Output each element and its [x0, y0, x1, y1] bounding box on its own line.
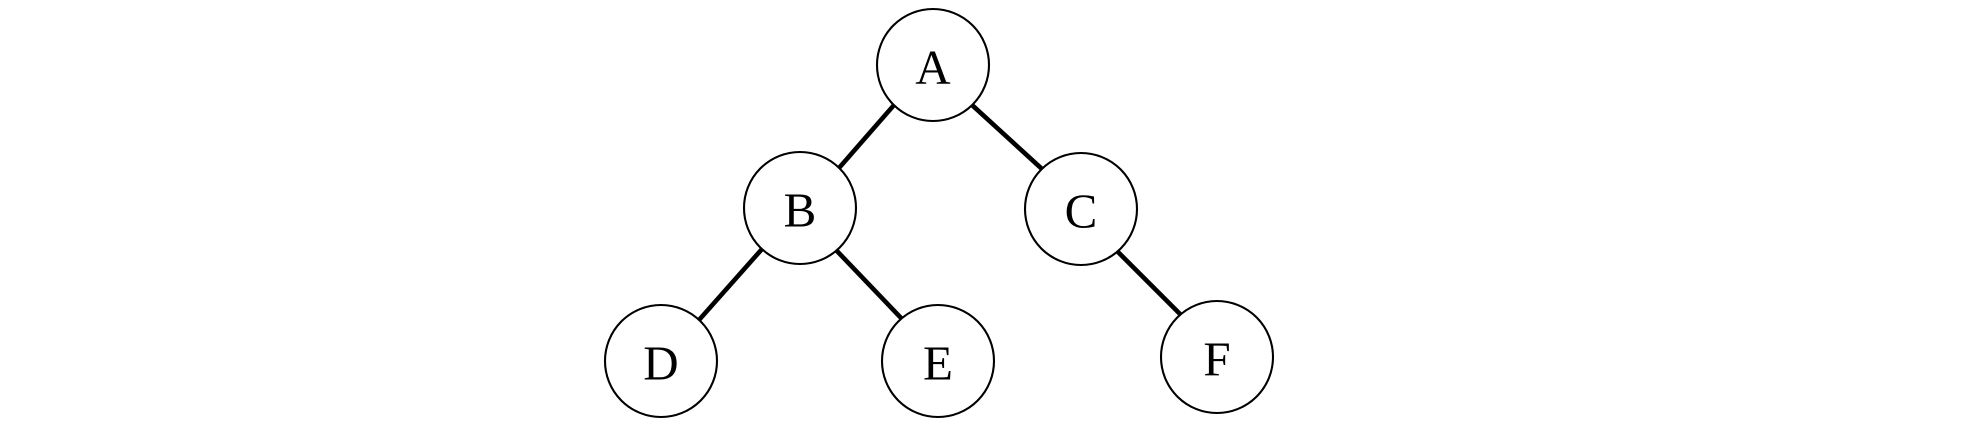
node-e[interactable]: E — [880, 303, 996, 419]
node-a[interactable]: A — [875, 7, 991, 123]
node-d-circle[interactable] — [603, 303, 719, 419]
node-c-circle[interactable] — [1023, 151, 1139, 267]
node-e-label: E — [923, 336, 953, 391]
node-a-label: A — [915, 40, 951, 95]
node-d[interactable]: D — [603, 303, 719, 419]
edge-a-b — [837, 103, 896, 170]
node-c[interactable]: C — [1023, 151, 1139, 267]
node-f-label: F — [1203, 332, 1230, 387]
edge-b-e — [834, 248, 904, 321]
node-b-circle[interactable] — [742, 150, 858, 266]
node-b-label: B — [784, 183, 817, 238]
node-e-circle[interactable] — [880, 303, 996, 419]
edge-b-d — [697, 247, 764, 322]
node-b[interactable]: B — [742, 150, 858, 266]
node-a-circle[interactable] — [875, 7, 991, 123]
node-f-circle[interactable] — [1159, 299, 1275, 415]
node-c-label: C — [1065, 184, 1098, 239]
edge-c-f — [1115, 249, 1183, 317]
edges-group — [697, 103, 1183, 322]
nodes-group: A B C D E F — [603, 7, 1275, 419]
node-d-label: D — [643, 336, 678, 391]
node-f[interactable]: F — [1159, 299, 1275, 415]
edge-a-c — [970, 103, 1044, 171]
